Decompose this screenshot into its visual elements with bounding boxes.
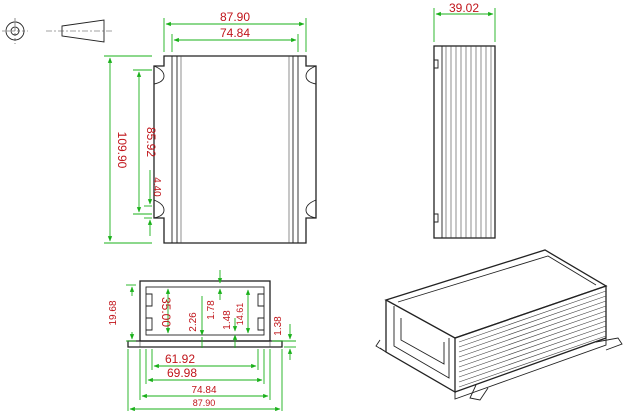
section-dim-2-26-label: 2.26 <box>188 312 199 332</box>
front-inner-width-label: 74.84 <box>220 26 250 40</box>
front-view: 87.90 74.84 109.90 85.92 4.40 <box>104 10 317 244</box>
section-width-69-98-label: 69.98 <box>167 366 197 380</box>
section-dim-1-78-label: 1.78 <box>206 300 217 320</box>
front-slot-height-label: 85.92 <box>144 127 158 157</box>
section-width-74-84-label: 74.84 <box>191 385 216 396</box>
section-side-height-label: 19.68 <box>108 300 119 325</box>
projection-symbol-icon <box>2 18 112 44</box>
side-view: 39.02 <box>433 1 496 239</box>
side-depth-label: 39.02 <box>449 1 479 15</box>
front-outer-width-label: 87.90 <box>220 10 250 24</box>
section-dim-1-48-label: 1.48 <box>222 310 233 330</box>
section-inner-height-label: 35.00 <box>159 297 173 327</box>
section-dim-14-61-label: 14.61 <box>235 303 245 326</box>
section-view: 19.68 35.00 2.26 1.78 1.48 14.61 1.38 61… <box>108 270 296 411</box>
section-width-87-90-label: 87.90 <box>193 398 216 408</box>
isometric-view <box>375 249 623 401</box>
front-height-label: 109.90 <box>115 132 129 169</box>
front-lip-label: 4.40 <box>151 177 162 197</box>
section-width-61-92-label: 61.92 <box>165 352 195 366</box>
section-dim-1-38-label: 1.38 <box>273 316 284 336</box>
